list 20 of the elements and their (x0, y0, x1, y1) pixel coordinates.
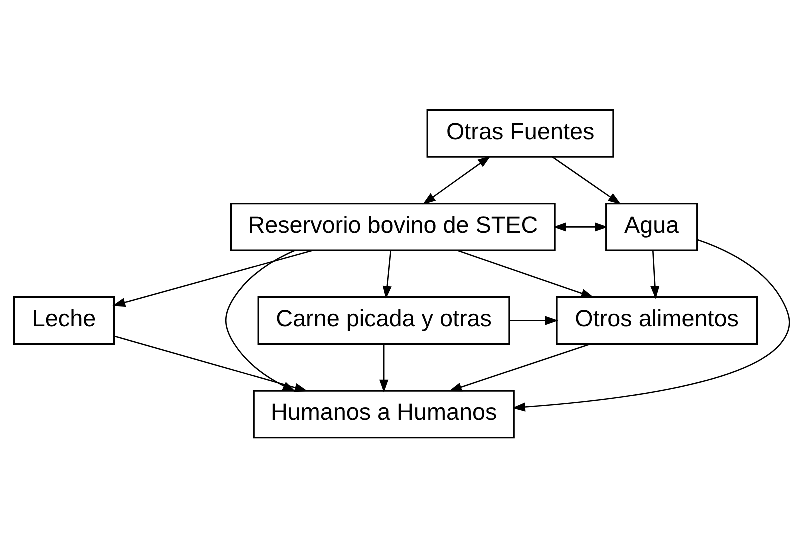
arrow (112, 250, 314, 307)
arrow (114, 335, 308, 392)
arrow (457, 250, 594, 298)
arrow (382, 250, 392, 299)
arrow (380, 344, 389, 392)
node-box: Otros alimentos (556, 296, 758, 345)
arrow (553, 222, 608, 232)
arrow (448, 343, 591, 392)
arrow (510, 316, 558, 325)
arrow (512, 238, 790, 412)
node-box: Agua (606, 202, 698, 251)
node-box: Reservorio bovino de STEC (230, 202, 556, 251)
node-box: Otras Fuentes (426, 108, 614, 158)
arrow (225, 250, 296, 392)
arrow (650, 250, 660, 299)
node-box: Carne picada y otras (258, 296, 510, 345)
arrow (422, 156, 492, 204)
node-box: Leche (13, 296, 116, 345)
arrow (552, 156, 622, 204)
node-box: Humanos a Humanos (253, 390, 515, 438)
